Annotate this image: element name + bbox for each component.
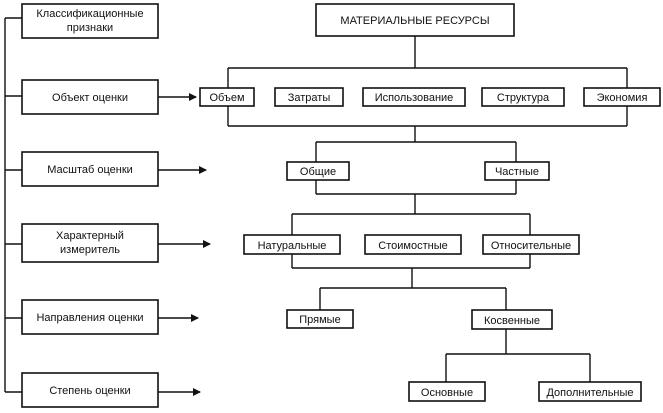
node-usage: Использование [362,87,466,107]
node-natural: Натуральные [243,234,341,255]
svg-text:Структура: Структура [497,92,550,104]
svg-text:Частные: Частные [495,166,539,178]
connectors-degree [445,353,591,382]
svg-text:Прямые: Прямые [299,314,340,326]
criterion-measure-line-2: измеритель [60,244,120,256]
connectors-measure [291,213,531,288]
svg-text:Стоимостные: Стоимостные [378,240,447,252]
criterion-direction: Направления оценки [5,299,199,335]
svg-text:Использование: Использование [375,92,454,104]
node-general: Общие [286,161,350,181]
svg-text:Общие: Общие [300,166,336,178]
svg-text:Экономия: Экономия [597,92,648,104]
criterion-measure: Характерный измеритель [5,223,211,263]
svg-text:Натуральные: Натуральные [258,240,327,252]
criteria-header-line-2: признаки [67,22,113,34]
criterion-object-label: Объект оценки [52,92,128,104]
node-indirect: Косвенные [471,309,553,330]
criteria-header: Классификационные признаки [5,3,159,39]
criteria-header-line-1: Классификационные [36,8,143,20]
criterion-degree: Степень оценки [5,372,201,408]
node-relative: Относительные [482,234,580,255]
node-direct: Прямые [286,309,354,329]
node-value: Стоимостные [364,234,462,255]
criterion-direction-label: Направления оценки [36,312,143,324]
criterion-measure-line-1: Характерный [56,230,124,242]
criterion-object: Объект оценки [5,79,197,115]
node-main: Основные [408,381,486,402]
node-volume: Объем [199,87,255,107]
criterion-scale-label: Масштаб оценки [47,164,133,176]
criterion-degree-label: Степень оценки [49,385,130,397]
node-structure: Структура [481,87,565,107]
svg-text:Дополнительные: Дополнительные [546,387,633,399]
svg-text:Косвенные: Косвенные [484,315,540,327]
node-partial: Частные [484,161,550,181]
svg-text:Относительные: Относительные [491,240,571,252]
svg-text:Основные: Основные [421,387,473,399]
criterion-scale: Масштаб оценки [5,151,207,187]
root-label: МАТЕРИАЛЬНЫЕ РЕСУРСЫ [340,15,489,27]
connectors-scale [315,141,517,214]
svg-text:Объем: Объем [209,92,244,104]
svg-text:Затраты: Затраты [288,92,331,104]
root-node: МАТЕРИАЛЬНЫЕ РЕСУРСЫ [315,3,515,37]
node-additional: Дополнительные [538,381,642,402]
connectors-direction [319,287,507,354]
node-economy: Экономия [583,87,661,107]
node-costs: Затраты [274,87,344,107]
